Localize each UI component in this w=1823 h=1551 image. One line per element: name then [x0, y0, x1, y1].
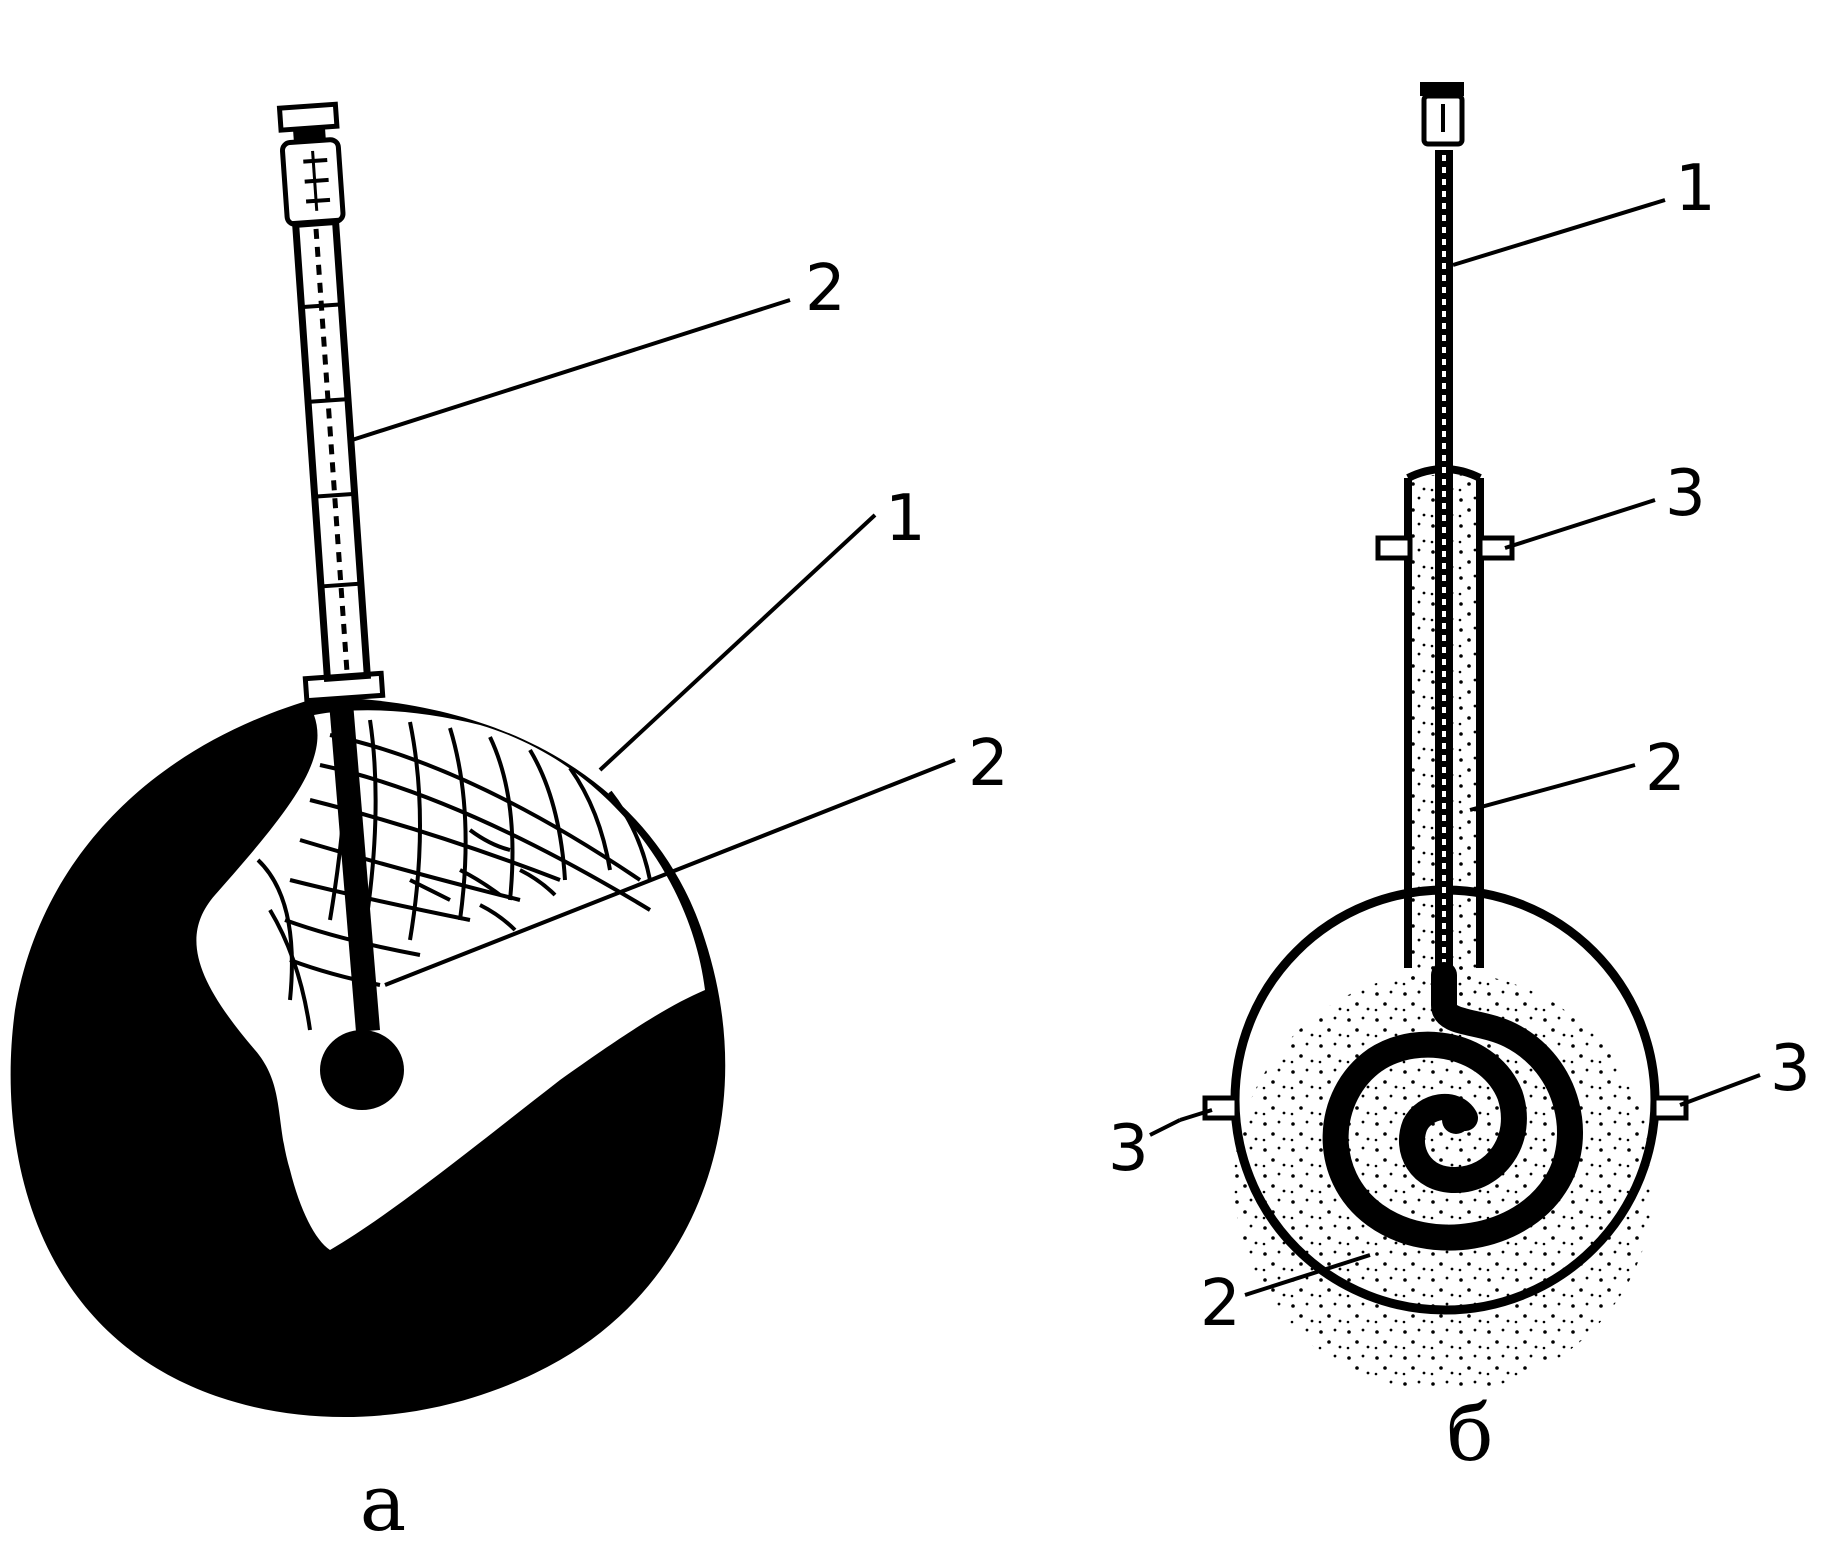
leader-a-syringe: [351, 298, 791, 442]
leader-b-filling-bulb: [1244, 1253, 1371, 1297]
leader-a-shell: [598, 513, 877, 772]
clamp-top-left: [1375, 535, 1413, 561]
rod-ball: [320, 1030, 404, 1110]
insertion-rod: [328, 690, 380, 1032]
label-b-clamp-left: 3: [1108, 1112, 1149, 1186]
caption-a: a: [360, 1459, 407, 1549]
spiral-center-dot: [1442, 1106, 1470, 1134]
clamp-top-right: [1477, 535, 1515, 561]
caption-b: б: [1447, 1389, 1494, 1479]
tube-cap: [1420, 82, 1465, 147]
label-b-filling-bulb: 2: [1200, 1267, 1241, 1341]
clamp-bulb-right: [1651, 1095, 1689, 1121]
label-b-tube: 1: [1675, 152, 1716, 226]
leader-a-inner: [384, 758, 956, 987]
leader-b-tube: [1452, 198, 1666, 267]
label-b-clamp-top: 3: [1665, 457, 1706, 531]
figure-b: 1 3 2 3 3 2 б: [1108, 82, 1811, 1479]
leader-b-filling-stem: [1469, 763, 1636, 812]
label-a-shell: 1: [885, 482, 926, 556]
syringe: [276, 101, 372, 682]
label-a-syringe: 2: [805, 252, 846, 326]
label-a-inner: 2: [968, 727, 1009, 801]
clamp-bulb-left: [1202, 1095, 1240, 1121]
label-b-clamp-right: 3: [1770, 1032, 1811, 1106]
leader-b-clamp-top: [1504, 498, 1656, 550]
leader-b-clamp-left-b: [1149, 1118, 1181, 1137]
figure-a: 2 1 2 a: [10, 101, 1009, 1549]
spiral-coil: [1322, 962, 1583, 1251]
label-b-filling-stem: 2: [1645, 732, 1686, 806]
leader-b-clamp-right: [1679, 1073, 1761, 1107]
leader-b-clamp-left: [1179, 1108, 1213, 1122]
